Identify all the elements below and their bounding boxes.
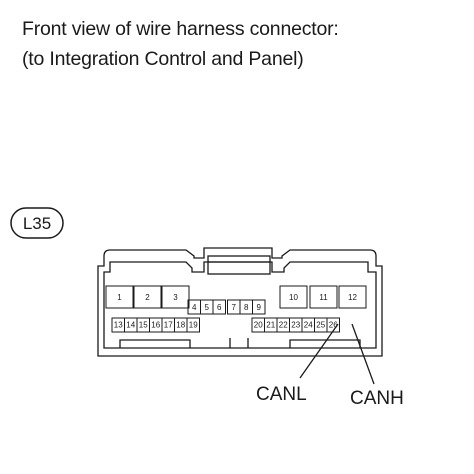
pin-label-9: 9 (257, 303, 262, 312)
pin-label-1: 1 (117, 293, 122, 302)
pin-label-19: 19 (189, 321, 198, 330)
housing-bottom-step-left (119, 339, 191, 348)
pin-cavity-11 (309, 285, 338, 309)
pin-label-22: 22 (279, 321, 288, 330)
housing-outer-outline (97, 247, 383, 357)
pin-cavity-12 (338, 285, 367, 309)
pin-label-13: 13 (114, 321, 123, 330)
housing-inner-outline (103, 261, 377, 349)
pin-cavity-3 (161, 285, 190, 309)
pin-label-14: 14 (126, 321, 135, 330)
pin-cavity-6 (212, 299, 226, 315)
pin-label-11: 11 (319, 293, 328, 302)
connector-housing (97, 247, 383, 357)
pin-label-26: 26 (329, 321, 338, 330)
pin-label-23: 23 (291, 321, 300, 330)
pin-label-7: 7 (232, 303, 237, 312)
pin-cavity-2 (133, 285, 162, 309)
pin-label-16: 16 (151, 321, 160, 330)
connector-code-label: L35 (23, 214, 51, 233)
pin-label-5: 5 (205, 303, 210, 312)
connector-code-badge: L35 (10, 207, 64, 239)
pin-label-2: 2 (145, 293, 150, 302)
pin-label-24: 24 (304, 321, 313, 330)
pin-label-3: 3 (173, 293, 178, 302)
pin-cavity-9 (252, 299, 266, 315)
connector-lock-tab (207, 255, 271, 275)
pin-label-25: 25 (316, 321, 325, 330)
canh-callout-label: CANH (350, 388, 404, 409)
pin-label-17: 17 (164, 321, 173, 330)
pin-label-21: 21 (266, 321, 275, 330)
pin-label-10: 10 (289, 293, 298, 302)
pin-cavity-26 (326, 317, 340, 333)
pin-label-15: 15 (139, 321, 148, 330)
diagram-title-line-1: Front view of wire harness connector: (22, 18, 339, 40)
pin-label-20: 20 (254, 321, 263, 330)
pin-cavity-1 (105, 285, 134, 309)
pin-label-18: 18 (176, 321, 185, 330)
connector-code-badge-outline (10, 207, 64, 239)
pin-label-12: 12 (348, 293, 357, 302)
pin-cavity-10 (279, 285, 308, 309)
pin-label-8: 8 (244, 303, 249, 312)
canl-leader-line (299, 323, 339, 379)
pin-cavity-19 (186, 317, 200, 333)
diagram-title-line-2: (to Integration Control and Panel) (22, 48, 304, 70)
canh-leader-line (351, 323, 375, 385)
pin-label-6: 6 (217, 303, 222, 312)
canl-callout-label: CANL (256, 384, 307, 405)
housing-bottom-step-right (289, 339, 361, 348)
pin-label-4: 4 (192, 303, 197, 312)
